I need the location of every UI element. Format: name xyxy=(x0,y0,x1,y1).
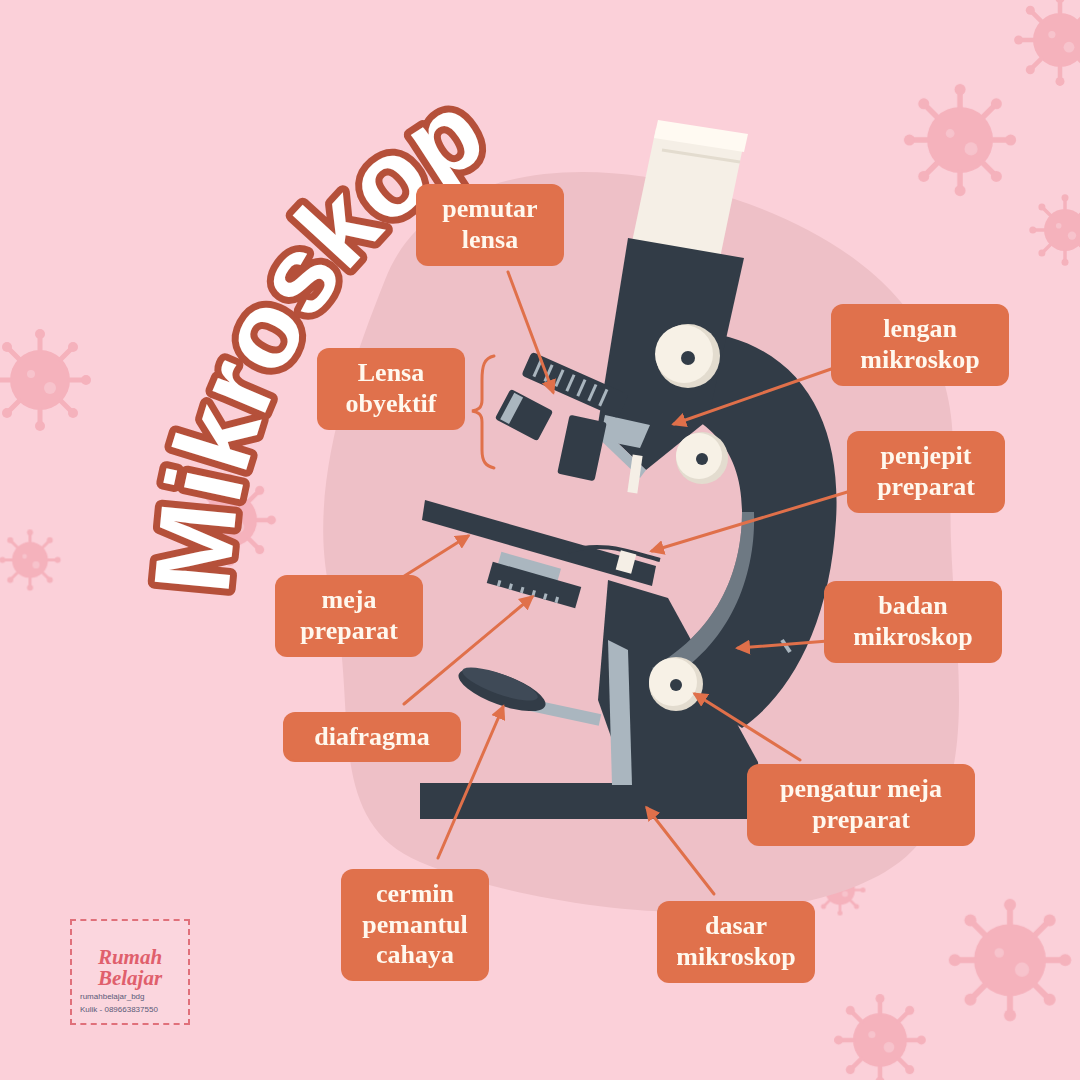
part-label: meja preparat xyxy=(277,577,421,654)
title: Mikroskop xyxy=(130,69,503,599)
logo-box: Rumah Belajar rumahbelajar_bdgKulik - 089… xyxy=(70,919,190,1025)
part-name: Lensa obyektif xyxy=(331,358,451,419)
part-name: cermin pemantul cahaya xyxy=(355,879,475,971)
part-label: cermin pemantul cahaya xyxy=(343,871,487,979)
part-name: badan mikroskop xyxy=(838,591,988,652)
part-label: lengan mikroskop xyxy=(833,306,1007,383)
part-name: meja preparat xyxy=(289,585,409,646)
part-name: pemutar lensa xyxy=(430,194,550,255)
part-label: badan mikroskop xyxy=(826,583,1000,660)
part-label: penjepit preparat xyxy=(849,433,1003,510)
part-label: diafragma xyxy=(285,714,459,761)
part-name: dasar mikroskop xyxy=(671,911,801,972)
part-name: lengan mikroskop xyxy=(845,314,995,375)
logo-text: Rumah Belajar xyxy=(80,947,180,989)
contact-text: rumahbelajar_bdg xyxy=(80,991,180,1002)
part-name: diafragma xyxy=(297,722,447,753)
contact-text: Kulik - 089663837550 xyxy=(80,1004,180,1015)
part-label: dasar mikroskop xyxy=(659,903,813,980)
title-text: Mikroskop xyxy=(130,69,503,599)
part-name: penjepit preparat xyxy=(861,441,991,502)
part-label: Lensa obyektif xyxy=(319,350,463,427)
part-label: pengatur meja preparat xyxy=(749,766,973,843)
part-label: pemutar lensa xyxy=(418,186,562,263)
part-name: pengatur meja preparat xyxy=(761,774,961,835)
